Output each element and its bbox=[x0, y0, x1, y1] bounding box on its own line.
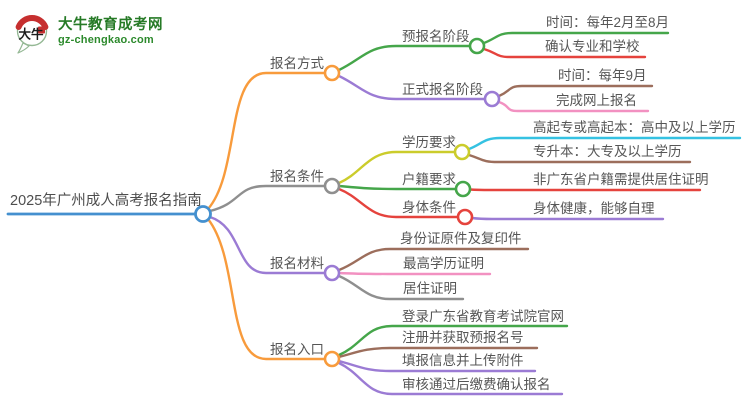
link-registration-entrance bbox=[206, 217, 327, 361]
branch-label-registration-materials: 报名材料 bbox=[270, 256, 324, 271]
leaf-label-fill-info-upload-attachments: 填报信息并上传附件 bbox=[402, 353, 524, 368]
leaf-label-non-guangdong-residence-proof: 非广东省户籍需提供居住证明 bbox=[533, 172, 709, 187]
link-physical-condition bbox=[337, 187, 460, 219]
link-health-selfcare bbox=[470, 216, 665, 221]
node-label-official-registration-stage: 正式报名阶段 bbox=[402, 82, 483, 97]
logo-domain: gz-chengkao.com bbox=[58, 34, 154, 46]
link-login-gdeea-website bbox=[337, 324, 569, 357]
link-official-reg-time bbox=[497, 84, 654, 98]
node-label-household-requirement: 户籍要求 bbox=[402, 172, 456, 187]
link-zhuanshengben-education-level bbox=[467, 153, 692, 164]
link-non-guangdong-residence-proof bbox=[468, 188, 702, 192]
link-registration-method bbox=[206, 71, 327, 211]
junction-pre-registration-stage bbox=[468, 37, 486, 55]
junction-physical-condition bbox=[456, 208, 474, 226]
root-label: 2025年广州成人高考报名指南 bbox=[10, 193, 202, 209]
leaf-label-complete-online-registration: 完成网上报名 bbox=[556, 93, 637, 108]
link-id-card-copy bbox=[337, 247, 530, 272]
link-official-registration-stage bbox=[337, 74, 487, 101]
leaf-label-confirm-major-school: 确认专业和学校 bbox=[545, 39, 640, 54]
link-highest-education-proof bbox=[337, 271, 492, 276]
leaf-label-register-get-prereg-number: 注册并获取预报名号 bbox=[402, 330, 524, 345]
junction-registration-method bbox=[323, 64, 341, 82]
node-label-education-requirement: 学历要求 bbox=[402, 135, 456, 150]
leaf-label-pre-reg-time: 时间：每年2月至8月 bbox=[546, 15, 670, 30]
link-gaoqi-education-level bbox=[467, 136, 742, 151]
link-complete-online-registration bbox=[497, 100, 650, 113]
leaf-label-highest-education-proof: 最高学历证明 bbox=[403, 256, 484, 271]
junction-official-registration-stage bbox=[483, 90, 501, 108]
node-label-physical-condition: 身体条件 bbox=[402, 200, 456, 215]
node-label-pre-registration-stage: 预报名阶段 bbox=[402, 29, 470, 44]
leaf-label-zhuanshengben-education-level: 专升本：大专及以上学历 bbox=[533, 144, 682, 159]
leaf-label-login-gdeea-website: 登录广东省教育考试院官网 bbox=[402, 309, 564, 324]
site-logo: 大牛 大牛教育成考网 gz-chengkao.com bbox=[14, 13, 163, 55]
logo-mark-text: 大牛 bbox=[18, 27, 44, 42]
branch-label-registration-method: 报名方式 bbox=[270, 56, 324, 71]
leaf-label-health-selfcare: 身体健康，能够自理 bbox=[533, 201, 655, 216]
junction-registration-materials bbox=[323, 264, 341, 282]
branch-label-registration-entrance: 报名入口 bbox=[270, 342, 324, 357]
branch-label-registration-conditions: 报名条件 bbox=[270, 169, 324, 184]
link-residence-proof bbox=[337, 274, 465, 301]
link-pre-registration-stage bbox=[337, 44, 472, 72]
junction-education-requirement bbox=[453, 143, 471, 161]
link-registration-materials bbox=[208, 215, 327, 275]
link-household-requirement bbox=[337, 184, 458, 191]
logo-title: 大牛教育成考网 bbox=[58, 17, 163, 33]
root-circle bbox=[194, 205, 212, 223]
logo-bubble-icon: 大牛 bbox=[15, 15, 49, 54]
link-pay-confirm-after-review bbox=[337, 361, 564, 396]
leaf-label-official-reg-time: 时间：每年9月 bbox=[558, 68, 647, 83]
leaf-label-id-card-copy: 身份证原件及复印件 bbox=[400, 231, 522, 246]
link-register-get-prereg-number bbox=[337, 346, 539, 359]
link-fill-info-upload-attachments bbox=[337, 359, 537, 373]
junction-registration-entrance bbox=[323, 350, 341, 368]
link-confirm-major-school bbox=[482, 47, 647, 59]
junction-household-requirement bbox=[454, 180, 472, 198]
leaf-label-gaoqi-education-level: 高起专或高起本：高中及以上学历 bbox=[533, 120, 736, 135]
junction-registration-conditions bbox=[323, 177, 341, 195]
leaf-label-pay-confirm-after-review: 审核通过后缴费确认报名 bbox=[402, 377, 551, 392]
leaf-label-residence-proof: 居住证明 bbox=[403, 281, 457, 296]
link-registration-conditions bbox=[208, 184, 327, 213]
link-education-requirement bbox=[337, 150, 457, 185]
link-pre-reg-time bbox=[482, 31, 670, 45]
